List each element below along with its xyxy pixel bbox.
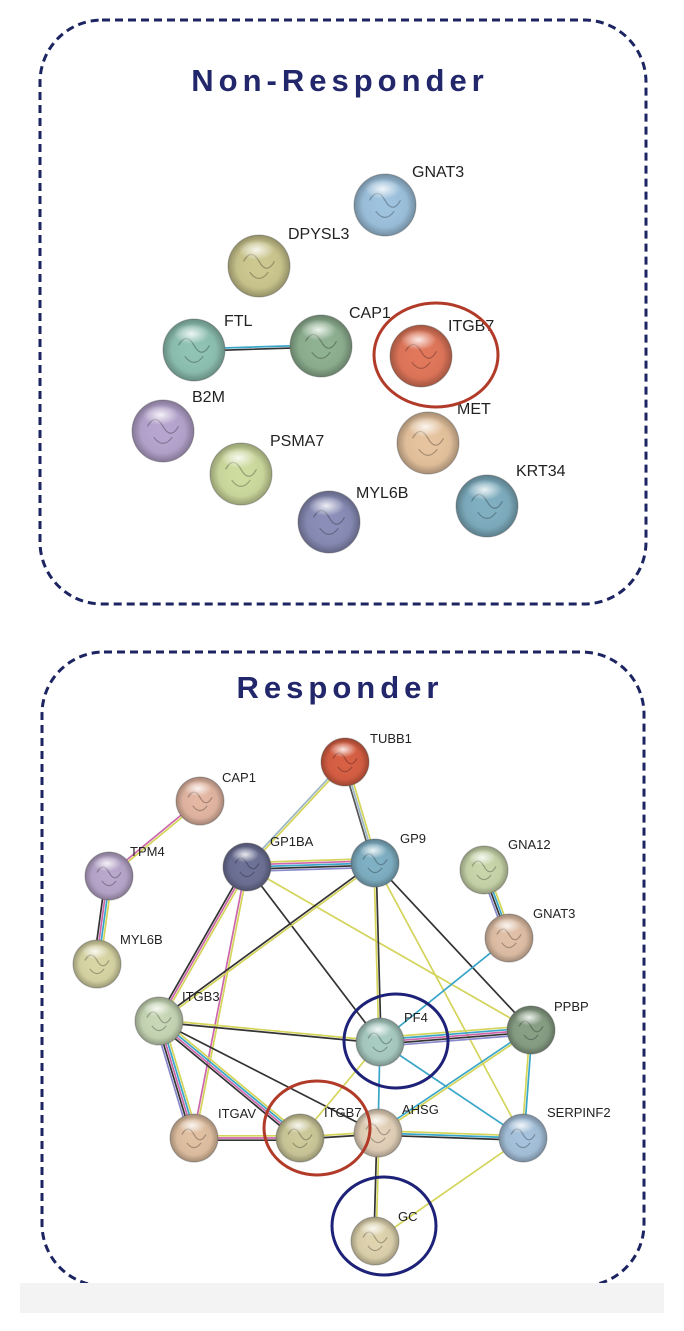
panel-title: Non-Responder [191,63,489,98]
edge-serpinf2-gc [374,1137,524,1242]
protein-node-itgb3[interactable] [134,996,184,1046]
protein-node-gna12[interactable] [459,845,509,895]
bottom-fade-strip [20,1283,664,1313]
node-label-pf4: PF4 [404,1010,428,1025]
protein-node-gnat3[interactable] [484,913,534,963]
node-label-myl6b: MYL6B [120,932,163,947]
node-label-gnat3: GNAT3 [412,164,464,181]
protein-node-tpm4[interactable] [84,851,134,901]
node-label-itgb7: ITGB7 [324,1105,362,1120]
panel-responder: Responder TUBB1 CAP1 TPM4 GP1BA GP9 [40,650,646,1288]
protein-node-dpysl3[interactable] [227,234,291,298]
node-label-ahsg: AHSG [402,1102,439,1117]
protein-node-ppbp[interactable] [506,1005,556,1055]
edge-itgb3-itgb7 [156,1017,303,1142]
node-label-itgav: ITGAV [218,1106,256,1121]
highlight-ring-itgb7 [372,301,500,409]
protein-node-cap1[interactable] [289,314,353,378]
protein-node-pf4[interactable] [355,1017,405,1067]
edge-itgb3-ahsg [158,1020,379,1134]
node-label-cap1: CAP1 [222,770,256,785]
edge-gp1ba-itgav [192,865,249,1140]
node-label-dpysl3: DPYSL3 [288,226,349,243]
protein-node-myl6b[interactable] [297,490,361,554]
node-label-psma7: PSMA7 [270,433,324,450]
highlight-layer [372,301,500,409]
node-label-myl6b: MYL6B [356,485,408,502]
node-label-serpinf2: SERPINF2 [547,1105,611,1120]
edge-gp1ba-itgb3 [156,865,250,1023]
edge-gp1ba-pf4 [246,866,381,1043]
protein-node-cap1[interactable] [175,776,225,826]
panel-title: Responder [237,670,444,705]
edge-pf4-serpinf2 [379,1041,524,1139]
node-label-tpm4: TPM4 [130,844,165,859]
node-label-gp1ba: GP1BA [270,834,314,849]
node-label-gc: GC [398,1209,418,1224]
protein-node-serpinf2[interactable] [498,1113,548,1163]
node-label-gnat3: GNAT3 [533,906,575,921]
protein-node-gc[interactable] [350,1216,400,1266]
node-label-gna12: GNA12 [508,837,551,852]
panel-border [38,18,648,606]
node-label-tubb1: TUBB1 [370,731,412,746]
edge-gp9-pf4 [373,862,382,1043]
node-layer [131,173,519,554]
protein-node-gnat3[interactable] [353,173,417,237]
node-label-ppbp: PPBP [554,999,589,1014]
edge-gnat3-pf4 [379,937,510,1043]
node-label-ftl: FTL [224,313,253,330]
node-label-gp9: GP9 [400,831,426,846]
node-layer [72,737,556,1266]
protein-node-itgb7[interactable] [275,1113,325,1163]
panel-non-responder: Non-Responder GNAT3 DPYSL3 FTL CAP1 ITGB… [38,18,648,606]
node-label-cap1: CAP1 [349,305,391,322]
protein-node-ftl[interactable] [162,318,226,382]
protein-node-tubb1[interactable] [320,737,370,787]
protein-node-itgav[interactable] [169,1113,219,1163]
edge-ahsg-ppbp [376,1028,533,1135]
edge-gp9-itgb3 [157,861,377,1023]
highlight-layer [262,992,450,1277]
protein-node-myl6b[interactable] [72,939,122,989]
edge-pf4-ppbp [378,1024,533,1048]
node-label-b2m: B2M [192,389,225,406]
edge-gp9-serpinf2 [374,862,524,1139]
edge-ahsg-serpinf2 [377,1129,524,1142]
node-label-itgb3: ITGB3 [182,989,220,1004]
highlight-ring-pf4 [342,992,450,1090]
label-layer: TUBB1 CAP1 TPM4 GP1BA GP9 GNA12 GNAT3 MY… [120,731,611,1224]
protein-node-psma7[interactable] [209,442,273,506]
protein-node-gp1ba[interactable] [222,842,272,892]
protein-node-itgb7[interactable] [389,324,453,388]
node-label-krt34: KRT34 [516,463,566,480]
edge-gp1ba-ppbp [246,866,532,1031]
highlight-ring-gc [330,1175,438,1277]
edge-gp9-ppbp [374,862,532,1031]
protein-node-met[interactable] [396,411,460,475]
protein-node-krt34[interactable] [455,474,519,538]
highlight-ring-itgb7 [262,1079,372,1177]
protein-node-gp9[interactable] [350,838,400,888]
node-label-met: MET [457,401,491,418]
protein-node-b2m[interactable] [131,399,195,463]
